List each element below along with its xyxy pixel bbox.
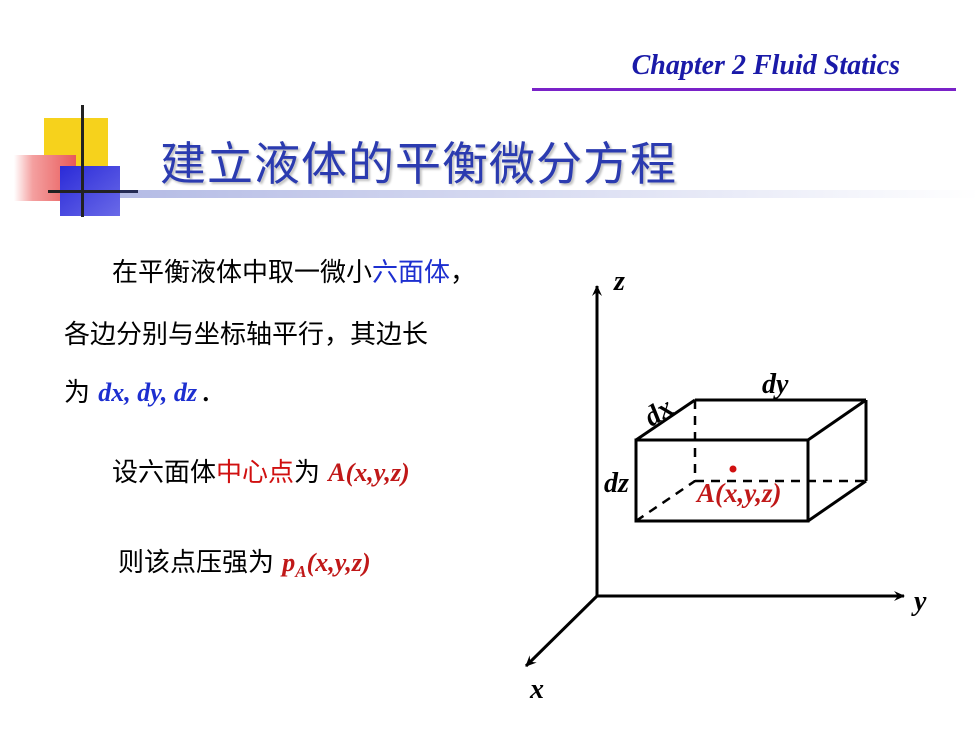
text-line-4: 设六面体中心点为 A(x,y,z) <box>112 458 410 488</box>
box-top-right-edge <box>807 398 867 442</box>
center-dot <box>729 465 737 473</box>
header-rule <box>532 88 956 91</box>
label-dx: dx <box>639 392 679 433</box>
axis-label-x: x <box>529 674 544 705</box>
label-dy: dy <box>762 369 789 400</box>
decor-horizontal-line <box>48 190 138 193</box>
decor-vertical-line <box>81 105 84 217</box>
label-center: A(x,y,z) <box>695 478 781 508</box>
pressure-pa: pA(x,y,z) <box>282 548 371 582</box>
box-top-left-edge <box>635 398 696 442</box>
page-title: 建立液体的平衡微分方程 <box>160 137 677 191</box>
text-line-2: 各边分别与坐标轴平行，其边长 <box>64 320 429 350</box>
axis-label-y: y <box>911 586 927 617</box>
x-axis <box>524 594 599 668</box>
title-underline <box>120 190 980 198</box>
highlight-hexahedron: 六面体 <box>372 258 451 288</box>
edge-lengths: dx, dy, dz <box>98 378 197 407</box>
chapter-header: Chapter 2 Fluid Statics <box>631 50 900 81</box>
box-hidden-bottom-left <box>635 479 696 523</box>
text-line-3: 为 dx, dy, dz . <box>64 378 210 408</box>
box-bottom-right-edge <box>807 479 867 523</box>
highlight-center-point: 中心点 <box>216 458 295 488</box>
point-a: A(x,y,z) <box>328 458 410 487</box>
text-line-1: 在平衡液体中取一微小六面体， <box>112 258 477 288</box>
axis-label-z: z <box>613 266 625 297</box>
text-line-5: 则该点压强为 pA(x,y,z) <box>118 548 371 582</box>
label-dz: dz <box>604 468 629 499</box>
